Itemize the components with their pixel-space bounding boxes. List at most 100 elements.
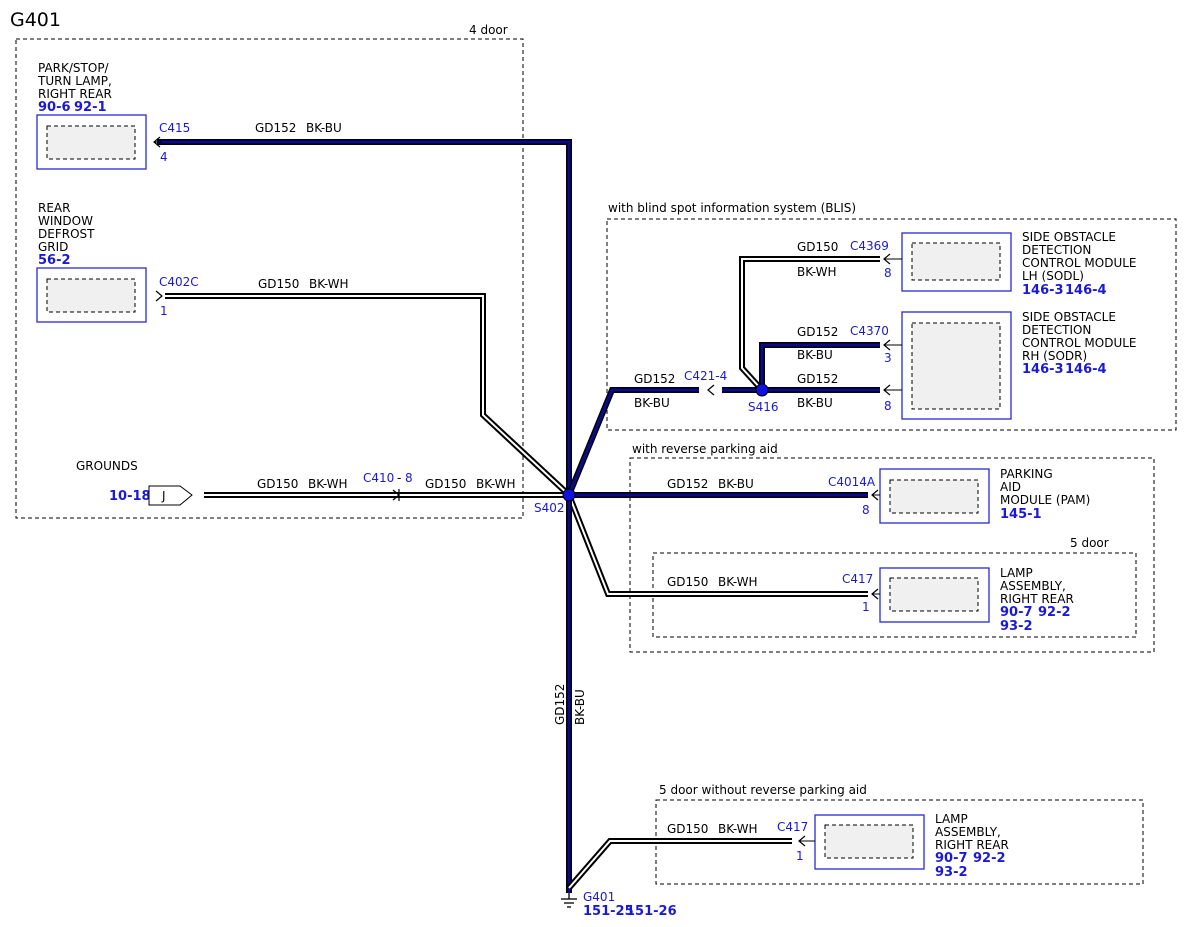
wire-color-bkwh-lamp5: BK-WH: [718, 575, 758, 589]
ground-ref-1[interactable]: 151-25: [583, 904, 634, 919]
c4370-pin: 3: [884, 351, 892, 365]
c4014a-label[interactable]: C4014A: [828, 475, 876, 489]
c4014a-pin: 8: [862, 503, 870, 517]
lamp5-name-2: ASSEMBLY,: [1000, 579, 1066, 593]
region-rpa: [629, 457, 1155, 653]
wire-label-gd150-defrost: GD150: [258, 277, 299, 291]
sodr-name-1: SIDE OBSTACLE: [1022, 310, 1116, 324]
defrost-name-4: GRID: [38, 240, 68, 254]
wire-label-gd150-sodl: GD150: [797, 240, 838, 254]
ground-g401-label: G401: [583, 890, 615, 904]
c417a-label[interactable]: C417: [842, 572, 873, 586]
c402c-label[interactable]: C402C: [159, 275, 199, 289]
region-4-door: [15, 38, 524, 519]
sodl-module: SIDE OBSTACLE DETECTION CONTROL MODULE L…: [901, 230, 1140, 298]
wire-label-gd150-lamp5: GD150: [667, 575, 708, 589]
ground-ref-2[interactable]: 151-26: [626, 904, 677, 919]
wire-color-bkbu-sodr3: BK-BU: [797, 348, 833, 362]
grounds-ref[interactable]: 10-18: [109, 489, 151, 504]
park-lamp-name-1: PARK/STOP/: [38, 61, 110, 75]
lampnr-name-3: RIGHT REAR: [935, 838, 1009, 852]
defrost-ref[interactable]: 56-2: [38, 253, 71, 268]
c4370-label[interactable]: C4370: [850, 324, 889, 338]
c421-label[interactable]: C421-4: [684, 369, 727, 383]
lamp5-name-3: RIGHT REAR: [1000, 592, 1074, 606]
sodl-ref-1[interactable]: 146-3: [1022, 283, 1064, 298]
park-lamp-ref-1[interactable]: 90-6: [38, 100, 71, 115]
c402c-arrow-icon: [155, 290, 163, 302]
pam-ref[interactable]: 145-1: [1000, 507, 1042, 522]
defrost-name-2: WINDOW: [38, 214, 93, 228]
splice-s402-label: S402: [534, 501, 565, 515]
sodr-ref-2[interactable]: 146-4: [1065, 362, 1107, 377]
c4370b-pin: 8: [884, 399, 892, 413]
splice-s402-icon[interactable]: [562, 488, 576, 502]
lampnr-name-2: ASSEMBLY,: [935, 825, 1001, 839]
c410-label[interactable]: C410: [363, 471, 394, 485]
jumper-label: J: [161, 489, 166, 503]
parking-aid-module: PARKING AID MODULE (PAM) 145-1: [879, 467, 1090, 524]
wire-gd150-c417a: [566, 493, 868, 597]
c410-pin: 8: [405, 471, 413, 485]
svg-text:PARK/STOP/ TURN LAMP,: PARK/STOP/ TURN LAMP, RIGHT REAR: [37, 61, 116, 101]
sodr-name-4: RH (SODR): [1022, 349, 1087, 363]
c417b-label[interactable]: C417: [777, 820, 808, 834]
svg-text:PARKING AID MODULE: PARKING AID MODULE (PAM): [1000, 467, 1090, 507]
lampnr-ref-3[interactable]: 93-2: [935, 865, 968, 880]
wire-color-bkwh-grounds: BK-WH: [308, 477, 348, 491]
region-rpa-label: with reverse parking aid: [632, 442, 778, 456]
pam-name-1: PARKING: [1000, 467, 1053, 481]
grounds-jumper: GROUNDS 10-18 J: [76, 459, 193, 506]
splice-s416-icon[interactable]: [755, 383, 769, 397]
wire-label-gd152-c421: GD152: [634, 372, 675, 386]
sodr-ref-1[interactable]: 146-3: [1022, 362, 1064, 377]
wire-label-gd150-c410: GD150: [425, 477, 466, 491]
c402c-pin: 1: [160, 304, 168, 318]
diagram-title: G401: [10, 9, 61, 31]
c4369-pin: 8: [884, 266, 892, 280]
lamp5-ref-1[interactable]: 90-7: [1000, 605, 1033, 620]
defrost-name-1: REAR: [38, 201, 70, 215]
sodl-name-2: DETECTION: [1022, 243, 1091, 257]
wire-label-gd152-vertical: GD152: [553, 684, 567, 725]
pam-name-3: MODULE (PAM): [1000, 493, 1090, 507]
wire-color-bkbu-vertical: BK-BU: [573, 689, 587, 725]
wire-color-bkwh-sodl: BK-WH: [797, 265, 837, 279]
wire-color-bkbu-sodr8: BK-BU: [797, 396, 833, 410]
c417a-pin: 1: [862, 600, 870, 614]
svg-text:SIDE OBSTACLE DETECTION: SIDE OBSTACLE DETECTION CONTROL MODULE L…: [1022, 230, 1140, 283]
c421-arrow-icon: [707, 384, 715, 396]
park-lamp-name-3: RIGHT REAR: [38, 87, 112, 101]
wire-color-bkwh-lampnr: BK-WH: [718, 822, 758, 836]
park-lamp-ref-2[interactable]: 92-1: [74, 100, 107, 115]
sodl-ref-2[interactable]: 146-4: [1065, 283, 1107, 298]
lampnr-ref-1[interactable]: 90-7: [935, 851, 968, 866]
wire-label-gd150-grounds: GD150: [257, 477, 298, 491]
lamp-assembly-no-rpa: LAMP ASSEMBLY, RIGHT REAR 90-7 92-2 93-2: [814, 812, 1009, 880]
wire-color-bkwh-c410: BK-WH: [476, 477, 516, 491]
wire-gd150-c417b: [566, 838, 792, 890]
lamp5-ref-3[interactable]: 93-2: [1000, 619, 1033, 634]
svg-text:SIDE OBSTACLE DETECTION: SIDE OBSTACLE DETECTION CONTROL MODULE R…: [1022, 310, 1140, 363]
lamp5-ref-2[interactable]: 92-2: [1038, 605, 1071, 620]
rear-window-defrost-grid: REAR WINDOW DEFROST GRID 56-2: [36, 201, 147, 323]
c4369-label[interactable]: C4369: [850, 239, 889, 253]
c415-pin: 4: [160, 150, 168, 164]
c415-label[interactable]: C415: [159, 121, 190, 135]
defrost-name-3: DEFROST: [38, 227, 95, 241]
sodr-name-3: CONTROL MODULE: [1022, 336, 1137, 350]
pam-name-2: AID: [1000, 480, 1021, 494]
wire-gd152-c4370: [759, 342, 880, 390]
lamp-assembly-5-door: LAMP ASSEMBLY, RIGHT REAR 90-7 92-2 93-2: [879, 566, 1074, 634]
sodl-name-3: CONTROL MODULE: [1022, 256, 1137, 270]
svg-text:LAMP ASSEMBLY, RIG: LAMP ASSEMBLY, RIGHT REAR: [1000, 566, 1074, 606]
lamp5-name-1: LAMP: [1000, 566, 1033, 580]
wire-label-gd150-lampnr: GD150: [667, 822, 708, 836]
lampnr-ref-2[interactable]: 92-2: [973, 851, 1006, 866]
wire-color-bkbu-c421: BK-BU: [634, 396, 670, 410]
park-lamp-name-2: TURN LAMP,: [37, 74, 112, 88]
park-stop-turn-lamp: PARK/STOP/ TURN LAMP, RIGHT REAR 90-6 92…: [36, 61, 147, 170]
lampnr-name-1: LAMP: [935, 812, 968, 826]
c410-sep: -: [397, 471, 401, 485]
